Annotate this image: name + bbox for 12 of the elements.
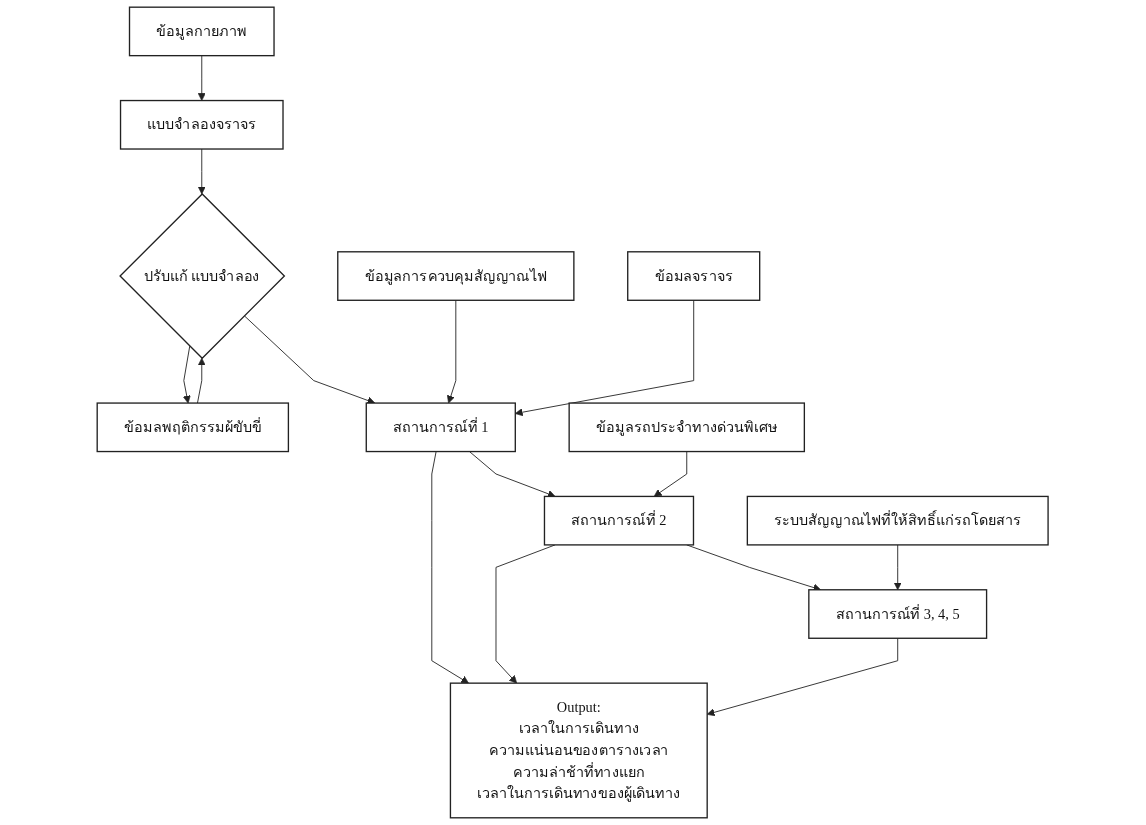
node-box: ระบบสัญญาณไฟที่ให้สิทธิ์แก่รถโดยสาร [747,495,1050,546]
node-box: ข้อมูลรถประจำทางด่วนพิเศษ [568,402,806,453]
node-box: Output: เวลาในการเดินทาง ความแน่นอนของตารางเวลา ความล่าช้าที่ทางแยก เวลาในการเดินทางของผู้เดินทาง [450,682,709,819]
node-box: สถานการณ์ที่ 3, 4, 5 [808,589,988,639]
node-box: สถานการณ์ที่ 2 [544,495,695,546]
node-box: ข้อมลพฤติกรรมผ้ขับขี่ [96,402,290,453]
node-box: แบบจำลองจราจร [120,99,285,150]
node-diamond: ปรับแก้ แบบจำลอง [119,192,286,360]
node-box: ข้อมูลการควบคุมสัญญาณไฟ [337,251,575,301]
node-box: ข้อมูลกายภาพ [129,6,276,57]
node-box: ข้อมลจราจร [627,251,761,301]
node-box: สถานการณ์ที่ 1 [365,402,517,453]
